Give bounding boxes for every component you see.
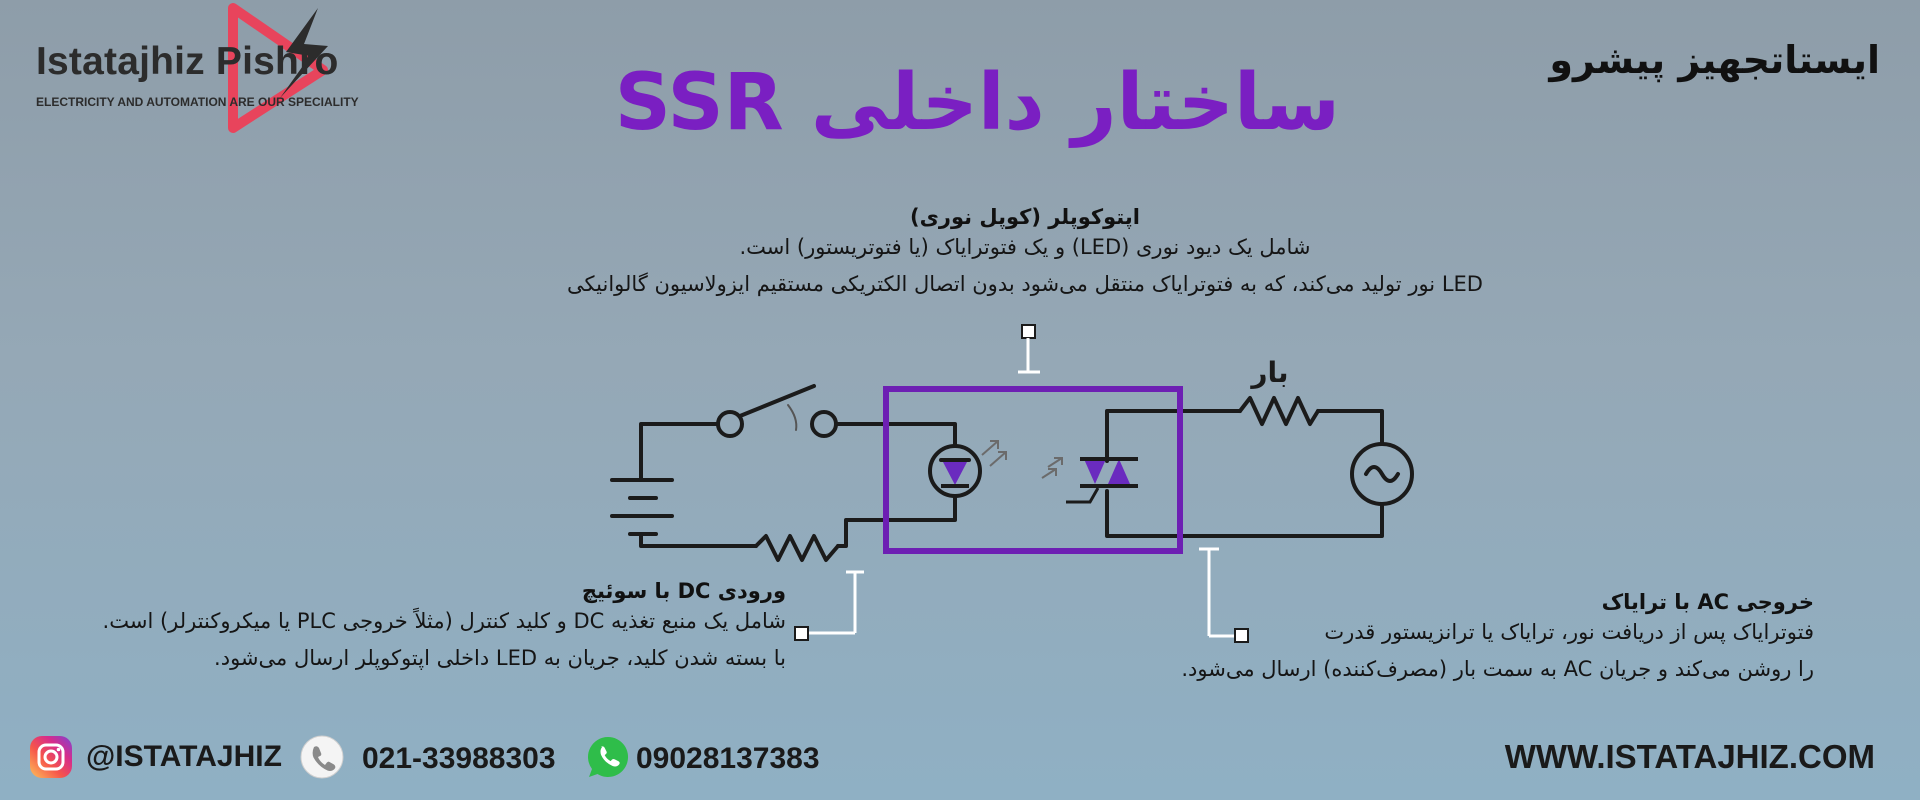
phone-number[interactable]: 021-33988303 — [362, 742, 556, 775]
logo-slogan: ELECTRICITY AND AUTOMATION ARE OUR SPECI… — [36, 95, 359, 109]
brand-logo: Istatajhiz Pishro ELECTRICITY AND AUTOMA… — [28, 0, 398, 140]
led-circle — [928, 444, 982, 498]
website-link[interactable]: WWW.ISTATAJHIZ.COM — [1504, 738, 1875, 775]
optocoupler-line-2: LED نور تولید می‌کند، که به فتوترایاک من… — [567, 272, 1483, 296]
load-resistor-symbol — [1238, 396, 1320, 426]
dc-input-heading: ورودی DC با سوئیچ — [581, 579, 786, 603]
ac-output-line-1: فتوترایاک پس از دریافت نور، ترایاک یا تر… — [1324, 620, 1814, 644]
optocoupler-callout-marker — [1021, 324, 1036, 339]
optocoupler-box — [883, 386, 1183, 554]
instagram-icon[interactable] — [30, 736, 72, 778]
load-label: بار — [1249, 356, 1288, 389]
led-triangle — [943, 462, 967, 485]
ac-callout-marker — [1234, 628, 1249, 643]
dc-input-line-1: شامل یک منبع تغذیه DC و کلید کنترل (مثلا… — [102, 609, 786, 633]
ac-output-heading: خروجی AC با ترایاک — [1601, 590, 1814, 614]
instagram-handle[interactable]: @ISTATAJHIZ — [86, 740, 282, 773]
dc-input-line-2: با بسته شدن کلید، جریان به LED داخلی اپت… — [214, 646, 786, 670]
brand-name-persian: ایستاتجهیز پیشرو — [1549, 38, 1880, 82]
optocoupler-description: اپتوکوپلر (کوپل نوری) شامل یک دیود نوری … — [500, 205, 1550, 303]
ac-output-description: خروجی AC با ترایاک فتوترایاک پس از دریاف… — [1181, 590, 1814, 688]
optocoupler-heading: اپتوکوپلر (کوپل نوری) — [910, 205, 1140, 229]
page-title: ساختار داخلی SSR — [614, 58, 1340, 148]
control-switch-symbol — [716, 384, 838, 438]
whatsapp-number[interactable]: 09028137383 — [636, 742, 820, 775]
phototriac-symbol — [1066, 457, 1138, 504]
optocoupler-line-1: شامل یک دیود نوری (LED) و یک فتوترایاک (… — [739, 235, 1311, 259]
dc-callout-marker — [794, 626, 809, 641]
ac-output-line-2: را روشن می‌کند و جریان AC به سمت بار (مص… — [1181, 657, 1814, 681]
phone-icon[interactable] — [300, 735, 344, 779]
logo-name: Istatajhiz Pishro — [36, 40, 339, 83]
logo-play-mark — [228, 3, 328, 133]
whatsapp-icon[interactable] — [585, 734, 631, 780]
dc-input-description: ورودی DC با سوئیچ شامل یک منبع تغذیه DC … — [103, 579, 786, 677]
input-resistor-symbol — [754, 534, 840, 562]
lightning-icon — [280, 8, 328, 98]
dc-battery-symbol — [610, 478, 674, 536]
